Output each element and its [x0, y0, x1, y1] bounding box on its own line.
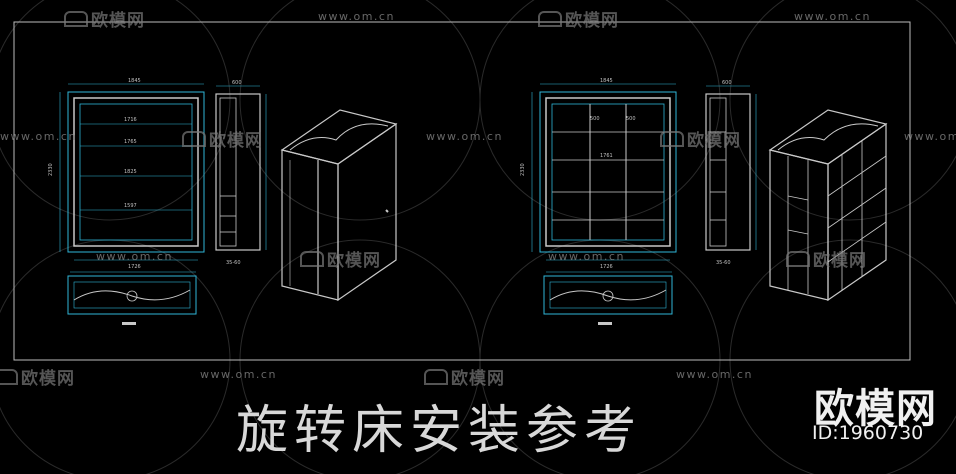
sofa-logo-icon: [182, 131, 206, 147]
watermark-brand-text: 欧模网: [687, 131, 741, 151]
watermark-site: www.om.cn: [904, 130, 956, 143]
watermark-brand: 欧模网: [182, 126, 263, 151]
right-side-depth-dim: 600: [722, 80, 732, 86]
left-front-elevation: 1845 1726 1716 1765 1825 1597 2330: [48, 78, 205, 270]
watermark-brand-text: 欧模网: [91, 11, 145, 31]
watermark-site: www.om.cn: [426, 130, 503, 143]
right-front-elevation: 1845 1726 500 500 1761 2330: [520, 78, 677, 270]
right-bottom-width-dim: 1726: [600, 264, 613, 270]
drawing-frame: [13, 21, 911, 361]
left-top-width-dim: 1845: [128, 78, 141, 84]
sofa-logo-icon: [786, 251, 810, 267]
watermark-brand-text: 欧模网: [451, 369, 505, 389]
right-side-elevation: 600 35-60: [705, 80, 757, 266]
sofa-logo-icon: [424, 369, 448, 385]
left-side-elevation: 600 35-60: [215, 80, 267, 266]
watermark-brand-text: 欧模网: [21, 369, 75, 389]
watermark-brand: 欧模网: [64, 6, 145, 31]
sofa-logo-icon: [300, 251, 324, 267]
watermark-site: www.om.cn: [548, 250, 625, 263]
right-plan-view: [543, 271, 673, 325]
right-inner-dim-2: 500: [626, 116, 636, 122]
drawing-caption: 旋转床安装参考: [236, 401, 643, 461]
sofa-logo-icon: [0, 369, 18, 385]
watermark-site: www.om.cn: [96, 250, 173, 263]
watermark-site: www.om.cn: [794, 10, 871, 23]
asset-id-label: ID:1960730: [812, 422, 924, 444]
watermark-brand-text: 欧模网: [565, 11, 619, 31]
watermark-brand-text: 欧模网: [813, 251, 867, 271]
sofa-logo-icon: [660, 131, 684, 147]
watermark-site: www.om.cn: [318, 10, 395, 23]
left-inner-dim-1: 1716: [124, 117, 137, 123]
left-inner-dim-4: 1597: [124, 203, 137, 209]
left-isometric-view: [280, 109, 398, 302]
left-plan-view: [67, 271, 197, 325]
watermark-brand-text: 欧模网: [327, 251, 381, 271]
right-inner-dim-1: 500: [590, 116, 600, 122]
watermark-brand: 欧模网: [424, 364, 505, 389]
right-isometric-view: [768, 109, 888, 302]
left-inner-dim-2: 1765: [124, 139, 137, 145]
watermark-brand: 欧模网: [300, 246, 381, 271]
left-inner-dim-3: 1825: [124, 169, 137, 175]
watermark-brand: 欧模网: [786, 246, 867, 271]
right-side-label: 35-60: [716, 260, 731, 266]
left-side-label: 35-60: [226, 260, 241, 266]
sofa-logo-icon: [64, 11, 88, 27]
watermark-brand: 欧模网: [538, 6, 619, 31]
watermark-site: www.om.cn: [676, 368, 753, 381]
brand-logo-text: 欧模网: [814, 386, 937, 432]
watermark-brand-text: 欧模网: [209, 131, 263, 151]
left-height-dim: 2330: [48, 163, 54, 176]
watermark-brand: 欧模网: [660, 126, 741, 151]
watermark-site: www.om.cn: [200, 368, 277, 381]
watermark-brand: 欧模网: [0, 364, 75, 389]
right-inner-dim-3: 1761: [600, 153, 613, 159]
watermark-site: www.om.cn: [0, 130, 77, 143]
sofa-logo-icon: [538, 11, 562, 27]
left-side-depth-dim: 600: [232, 80, 242, 86]
right-height-dim: 2330: [520, 163, 526, 176]
left-bottom-width-dim: 1726: [128, 264, 141, 270]
right-top-width-dim: 1845: [600, 78, 613, 84]
